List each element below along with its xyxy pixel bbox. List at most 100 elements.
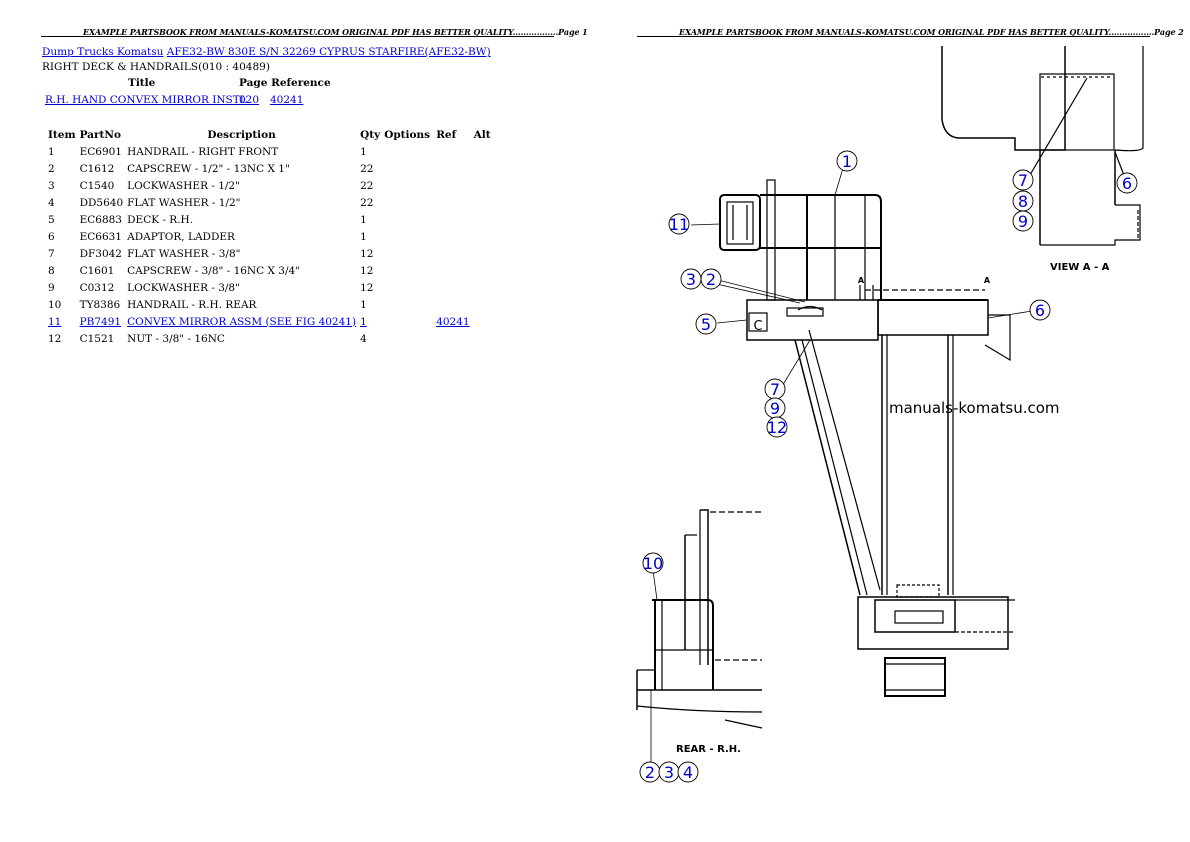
breadcrumb-link-dump-trucks[interactable]: Dump Trucks Komatsu [42, 46, 164, 58]
row-qty: 1 [358, 228, 382, 245]
row-partno: C0312 [78, 279, 126, 296]
deck-letter: C [753, 319, 762, 334]
ref-page-link[interactable]: 020 [239, 94, 260, 106]
row-description-text: CAPSCREW - 1/2" - 13NC X 1" [127, 162, 290, 175]
col-alt: Alt [473, 128, 491, 141]
row-alt [472, 194, 496, 211]
row-item: 5 [46, 211, 78, 228]
row-partno: EC6901 [78, 143, 126, 160]
row-description: NUT - 3/8" - 16NC [125, 330, 358, 347]
row-options [382, 143, 434, 160]
watermark: manuals-komatsu.com [889, 399, 1060, 417]
row-description-text: CAPSCREW - 3/8" - 16NC X 3/4" [127, 264, 301, 277]
row-description-text[interactable]: CONVEX MIRROR ASSM (SEE FIG 40241) [127, 315, 357, 328]
row-partno-text: EC6883 [79, 213, 122, 226]
callout-9: 9 [770, 399, 780, 418]
callout-6: 6 [1035, 301, 1045, 320]
row-description: CAPSCREW - 3/8" - 16NC X 3/4" [125, 262, 358, 279]
row-description-text: NUT - 3/8" - 16NC [127, 332, 225, 345]
callout-11: 11 [669, 215, 689, 234]
row-partno-text: DD5640 [79, 196, 124, 209]
callout-9-view-aa: 9 [1018, 212, 1028, 231]
callout-3-rear: 3 [664, 763, 674, 782]
drawing-page: EXAMPLE PARTSBOOK FROM MANUALS-KOMATSU.C… [595, 0, 1190, 842]
row-item-text: 7 [48, 247, 55, 260]
row-partno: C1521 [78, 330, 126, 347]
row-ref [434, 211, 471, 228]
header-rule [637, 36, 1150, 37]
row-description: HANDRAIL - R.H. REAR [125, 296, 358, 313]
row-item: 9 [46, 279, 78, 296]
row-partno: PB7491 [78, 313, 126, 330]
section-marker-left: A [858, 276, 865, 285]
row-item: 10 [46, 296, 78, 313]
row-partno: C1601 [78, 262, 126, 279]
ref-figure-link[interactable]: 40241 [270, 94, 304, 106]
row-description: HANDRAIL - RIGHT FRONT [125, 143, 358, 160]
refs-page-ref-header: Page Reference [239, 77, 331, 89]
row-item: 6 [46, 228, 78, 245]
row-alt [472, 313, 496, 330]
row-item-text: 2 [48, 162, 55, 175]
row-item-text: 3 [48, 179, 55, 192]
row-item-text: 12 [48, 332, 62, 345]
table-row[interactable]: 11 PB7491 CONVEX MIRROR ASSM (SEE FIG 4024… [46, 313, 496, 330]
row-options [382, 330, 434, 347]
row-options [382, 279, 434, 296]
row-item: 3 [46, 177, 78, 194]
callout-8-view-aa: 8 [1018, 192, 1028, 211]
ref-title-link[interactable]: R.H. HAND CONVEX MIRROR INSTL [45, 94, 247, 106]
row-ref [434, 262, 471, 279]
row-partno-text: C1612 [79, 162, 115, 175]
callout-10: 10 [643, 554, 663, 573]
row-qty: 1 [358, 143, 382, 160]
row-item: 4 [46, 194, 78, 211]
row-options [382, 262, 434, 279]
row-qty-text: 12 [360, 281, 374, 294]
row-item: 8 [46, 262, 78, 279]
row-options [382, 194, 434, 211]
row-item-text: 9 [48, 281, 55, 294]
col-ref: Ref [436, 128, 457, 141]
parts-table: Item PartNo Description Qty Options Ref … [46, 126, 496, 347]
row-partno-text[interactable]: PB7491 [79, 315, 122, 328]
row-partno: C1612 [78, 160, 126, 177]
row-qty-text: 4 [360, 332, 367, 345]
row-alt [472, 160, 496, 177]
callout-7: 7 [770, 380, 780, 399]
row-qty: 12 [358, 245, 382, 262]
row-qty-text: 1 [360, 213, 367, 226]
row-ref [434, 143, 471, 160]
col-qty: Qty [360, 128, 381, 141]
row-description: CONVEX MIRROR ASSM (SEE FIG 40241) [125, 313, 358, 330]
breadcrumb-link-model[interactable]: AFE32-BW 830E S/N 32269 CYPRUS STARFIRE(… [166, 46, 491, 58]
callout-6-view-aa: 6 [1122, 174, 1132, 193]
row-item: 1 [46, 143, 78, 160]
row-options [382, 228, 434, 245]
row-qty: 1 [358, 313, 382, 330]
row-item-text: 1 [48, 145, 55, 158]
row-qty-text[interactable]: 1 [360, 315, 367, 328]
row-description-text: FLAT WASHER - 3/8" [127, 247, 241, 260]
row-qty-text: 22 [360, 162, 374, 175]
row-item-text[interactable]: 11 [48, 315, 62, 328]
row-alt [472, 330, 496, 347]
row-alt [472, 279, 496, 296]
row-partno: DD5640 [78, 194, 126, 211]
row-alt [472, 296, 496, 313]
row-description-text: LOCKWASHER - 3/8" [127, 281, 240, 294]
row-alt [472, 245, 496, 262]
row-ref-text[interactable]: 40241 [436, 315, 470, 328]
rear-rh-label: REAR - R.H. [676, 744, 741, 755]
row-ref [434, 330, 471, 347]
col-description: Description [207, 128, 276, 141]
row-partno-text: C1540 [79, 179, 115, 192]
table-row: 2 C1612 CAPSCREW - 1/2" - 13NC X 1" 22 [46, 160, 496, 177]
section-marker-right: A [984, 276, 991, 285]
row-qty: 1 [358, 296, 382, 313]
